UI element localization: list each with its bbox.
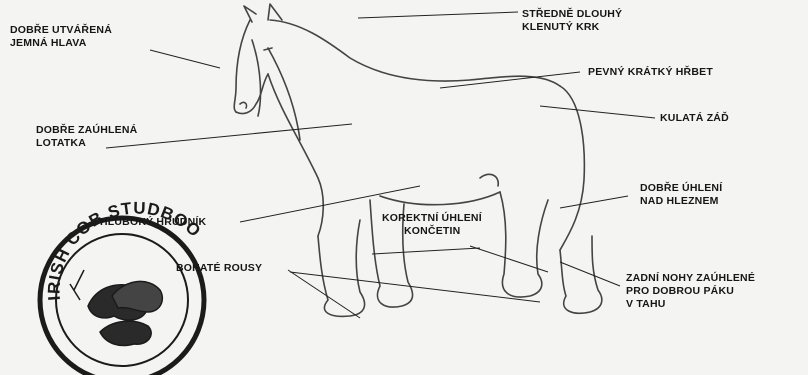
- label-back: PEVNÝ KRÁTKÝ HŘBET: [588, 66, 713, 79]
- leader-hock: [560, 196, 628, 208]
- label-neck: STŘEDNĚ DLOUHÝ KLENUTÝ KRK: [522, 8, 622, 34]
- label-feathering: BOHATÉ ROUSY: [176, 262, 262, 275]
- leader-head: [150, 50, 220, 68]
- leader-limbs-a: [372, 248, 480, 254]
- leader-feather-a: [288, 270, 360, 318]
- leader-shoulder: [106, 124, 352, 148]
- label-croup: KULATÁ ZÁĎ: [660, 112, 729, 125]
- label-limbs: KOREKTNÍ ÚHLENÍ KONČETIN: [382, 212, 482, 238]
- label-shoulder: DOBŘE ZAÚHLENÁ LOTATKA: [36, 124, 137, 150]
- label-head: DOBŘE UTVÁŘENÁ JEMNÁ HLAVA: [10, 24, 112, 50]
- label-hind-legs: ZADNÍ NOHY ZAÚHLENÉ PRO DOBROU PÁKU V TA…: [626, 272, 755, 311]
- label-hock: DOBŘE ÚHLENÍ NAD HLEZNEM: [640, 182, 722, 208]
- leader-croup: [540, 106, 655, 118]
- leader-hindlegs: [560, 262, 620, 286]
- leader-neck: [358, 12, 518, 18]
- horse-outline: [234, 4, 602, 316]
- stamp-emblem: [70, 270, 162, 346]
- label-chest: HLUBOKÝ HRUDNÍK: [100, 216, 206, 229]
